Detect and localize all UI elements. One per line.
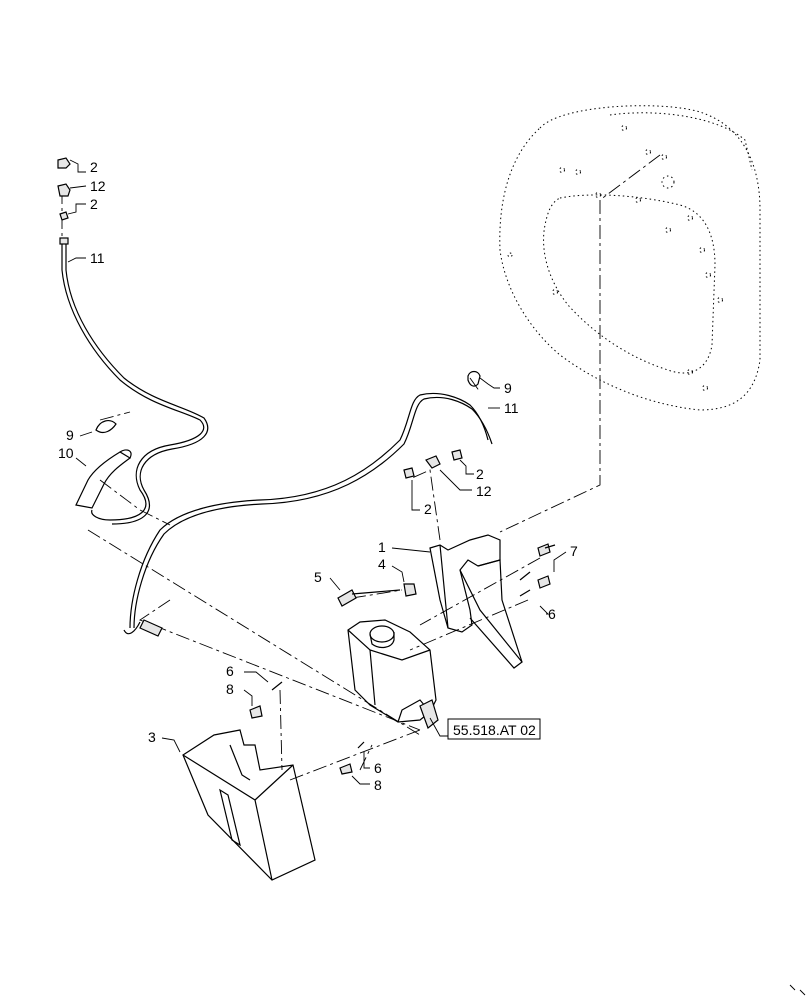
callout-6-bottom: 6 — [374, 760, 382, 776]
callout-11-right: 11 — [504, 400, 519, 416]
callout-11-left: 11 — [90, 250, 105, 266]
callout-9-right: 9 — [504, 380, 512, 396]
leader-lines — [67, 159, 567, 785]
clamp-right — [467, 370, 481, 387]
callout-10: 10 — [58, 445, 74, 461]
callout-4: 4 — [378, 556, 386, 572]
reference-box-text: 55.518.AT 02 — [453, 722, 536, 738]
callout-8-left: 8 — [226, 681, 234, 697]
reference-box-frame — [447, 718, 541, 740]
hardware — [249, 543, 556, 775]
callout-12-right: 12 — [476, 483, 492, 499]
callout-2-top: 2 — [90, 159, 98, 175]
callout-8-bottom: 8 — [374, 777, 382, 793]
bracket — [429, 534, 523, 669]
corner-mark — [789, 984, 806, 996]
callout-1: 1 — [378, 539, 386, 555]
callout-6-right: 6 — [548, 606, 556, 622]
fittings-top — [57, 157, 71, 221]
callout-labels: 2 12 2 11 9 10 9 11 2 12 2 1 7 5 4 6 6 8… — [58, 159, 578, 793]
callout-2-right-b: 2 — [424, 501, 432, 517]
callout-2-right-a: 2 — [476, 466, 484, 482]
fittings-right — [403, 449, 463, 479]
callout-6-left: 6 — [226, 663, 234, 679]
callout-9-left: 9 — [66, 427, 74, 443]
alignment-lines — [61, 154, 661, 781]
reference-box[interactable]: 55.518.AT 02 — [447, 718, 541, 740]
callout-7: 7 — [570, 543, 578, 559]
reservoir-tank — [347, 619, 439, 729]
cab-outline — [499, 105, 761, 411]
clamp-left — [95, 420, 117, 434]
callout-5: 5 — [314, 569, 322, 585]
hose-right — [123, 392, 493, 637]
hose-left — [59, 237, 209, 525]
elbow-hose — [75, 449, 132, 509]
callout-12-top: 12 — [90, 178, 106, 194]
callout-2-top-b: 2 — [90, 196, 98, 212]
callout-3: 3 — [148, 729, 156, 745]
cover — [182, 729, 316, 881]
